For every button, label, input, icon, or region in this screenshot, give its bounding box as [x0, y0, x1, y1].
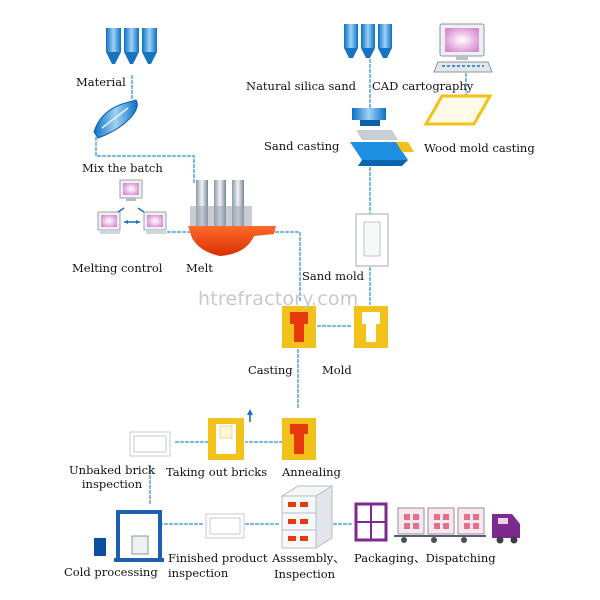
finished-product-icon: [205, 513, 245, 539]
label-natural-silica-sand: Natural silica sand: [246, 79, 357, 93]
watermark-text: htrefractory.com: [198, 288, 359, 310]
cad-computer-icon: [433, 23, 493, 73]
mixer-icon: [93, 99, 138, 139]
label-taking-out-bricks: Taking out bricks: [166, 465, 268, 479]
delivery-truck-icon: [492, 514, 520, 544]
material-silos-icon: [106, 28, 157, 64]
flow-lines: [94, 58, 468, 526]
unbaked-brick-icon: [129, 431, 171, 457]
label-unbaked-brick-line1: Unbaked brick: [68, 463, 156, 477]
label-packaging-dispatching: Packaging、Dispatching: [354, 551, 496, 565]
label-assembly-line2: Inspection: [274, 567, 336, 581]
cold-processing-machine-icon: [94, 510, 164, 562]
mold-icon: [354, 306, 388, 348]
label-unbaked-brick-line2: inspection: [81, 477, 143, 491]
silica-sand-silos-icon: [344, 24, 392, 58]
label-cad-cartography: CAD cartography: [372, 79, 474, 93]
label-melt: Melt: [186, 261, 213, 275]
label-mold: Mold: [322, 363, 352, 377]
label-finished-product-line1: Finished product: [168, 551, 268, 565]
sand-casting-machine-icon: [350, 108, 414, 166]
wood-mold-icon: [423, 94, 493, 126]
label-finished-product-line2: inspection: [168, 566, 229, 580]
label-assembly-line1: Asssembly、: [272, 551, 345, 565]
label-cold-processing: Cold processing: [64, 565, 158, 579]
label-casting: Casting: [248, 363, 293, 377]
assembly-stack-icon: [280, 485, 334, 549]
label-sand-casting: Sand casting: [264, 139, 340, 153]
taking-out-bricks-icon: [208, 409, 253, 460]
casting-mold-icon: [282, 306, 316, 348]
melting-control-computers-icon: [97, 179, 167, 234]
packaging-racks-icon: [354, 502, 486, 543]
melting-furnace-icon: [188, 180, 276, 256]
flow-mix-melt: [94, 136, 196, 184]
label-melting-control: Melting control: [72, 261, 163, 275]
label-annealing: Annealing: [282, 465, 341, 479]
flow-melt-casting: [274, 230, 302, 302]
sand-mold-icon: [355, 213, 389, 267]
label-material: Material: [76, 75, 126, 89]
label-wood-mold-casting: Wood mold casting: [424, 141, 535, 155]
label-sand-mold: Sand mold: [302, 269, 365, 283]
annealing-icon: [282, 418, 316, 460]
label-mix-batch: Mix the batch: [82, 161, 163, 175]
